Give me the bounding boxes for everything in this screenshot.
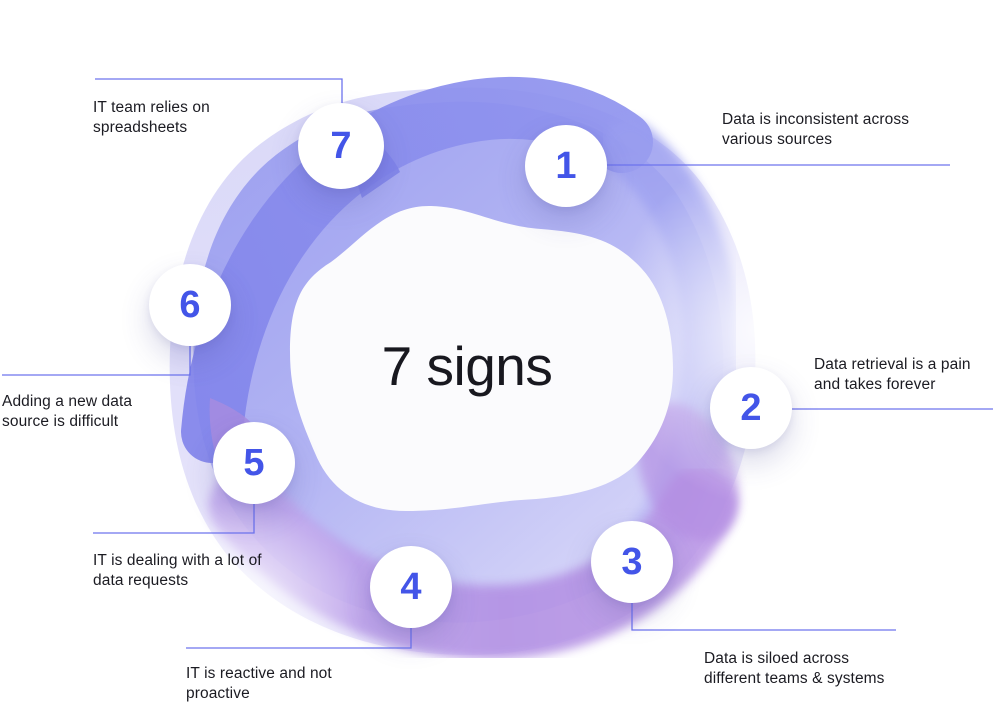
step-circle-4: 4 xyxy=(370,546,452,628)
step-label-2-line1: Data retrieval is a pain xyxy=(814,356,971,373)
connector-6 xyxy=(2,344,191,376)
step-number-2: 2 xyxy=(740,387,762,429)
step-label-4-line1: IT is reactive and not xyxy=(186,665,332,682)
step-label-1-line1: Data is inconsistent across xyxy=(722,111,910,128)
step-label-3: Data is siloed across different teams & … xyxy=(704,649,885,689)
blob-arc-dark-topleft xyxy=(181,77,653,463)
blob-fade-bottomleft xyxy=(97,502,367,702)
step-label-3-line1: Data is siloed across xyxy=(704,650,850,667)
connector-5 xyxy=(93,502,255,534)
step-label-1: Data is inconsistent across various sour… xyxy=(722,110,909,150)
step-number-6: 6 xyxy=(179,284,201,326)
step-label-7-line1: IT team relies on xyxy=(93,99,210,116)
step-number-4: 4 xyxy=(400,566,422,608)
step-label-2-line2: and takes forever xyxy=(814,376,936,393)
step-label-6-line1: Adding a new data xyxy=(2,393,133,410)
step-circle-6: 6 xyxy=(149,264,231,346)
step-circle-3: 3 xyxy=(591,521,673,603)
step-number-5: 5 xyxy=(243,442,265,484)
step-circle-7: 7 xyxy=(298,103,384,189)
step-label-5: IT is dealing with a lot of data request… xyxy=(93,551,262,591)
step-number-3: 3 xyxy=(621,541,643,583)
step-label-2: Data retrieval is a pain and takes forev… xyxy=(814,355,971,395)
connector-4 xyxy=(186,625,412,649)
step-label-5-line2: data requests xyxy=(93,572,189,589)
blob-fade-right xyxy=(612,155,902,505)
step-label-6: Adding a new data source is difficult xyxy=(2,392,132,432)
step-number-7: 7 xyxy=(330,125,352,167)
step-label-7: IT team relies on spreadsheets xyxy=(93,98,210,138)
step-number-1: 1 xyxy=(555,145,577,187)
step-label-5-line1: IT is dealing with a lot of xyxy=(93,552,262,569)
step-label-3-line2: different teams & systems xyxy=(704,670,885,687)
connector-7 xyxy=(95,78,343,106)
step-label-4-line2: proactive xyxy=(186,685,250,702)
step-circle-1: 1 xyxy=(525,125,607,207)
step-circle-5: 5 xyxy=(213,422,295,504)
center-white-blob xyxy=(290,205,673,511)
step-circle-2: 2 xyxy=(710,367,792,449)
step-label-7-line2: spreadsheets xyxy=(93,119,188,136)
step-label-6-line2: source is difficult xyxy=(2,413,119,430)
connector-3 xyxy=(631,600,896,631)
step-label-1-line2: various sources xyxy=(722,131,833,148)
step-label-4: IT is reactive and not proactive xyxy=(186,664,332,704)
center-title: 7 signs xyxy=(381,335,553,397)
